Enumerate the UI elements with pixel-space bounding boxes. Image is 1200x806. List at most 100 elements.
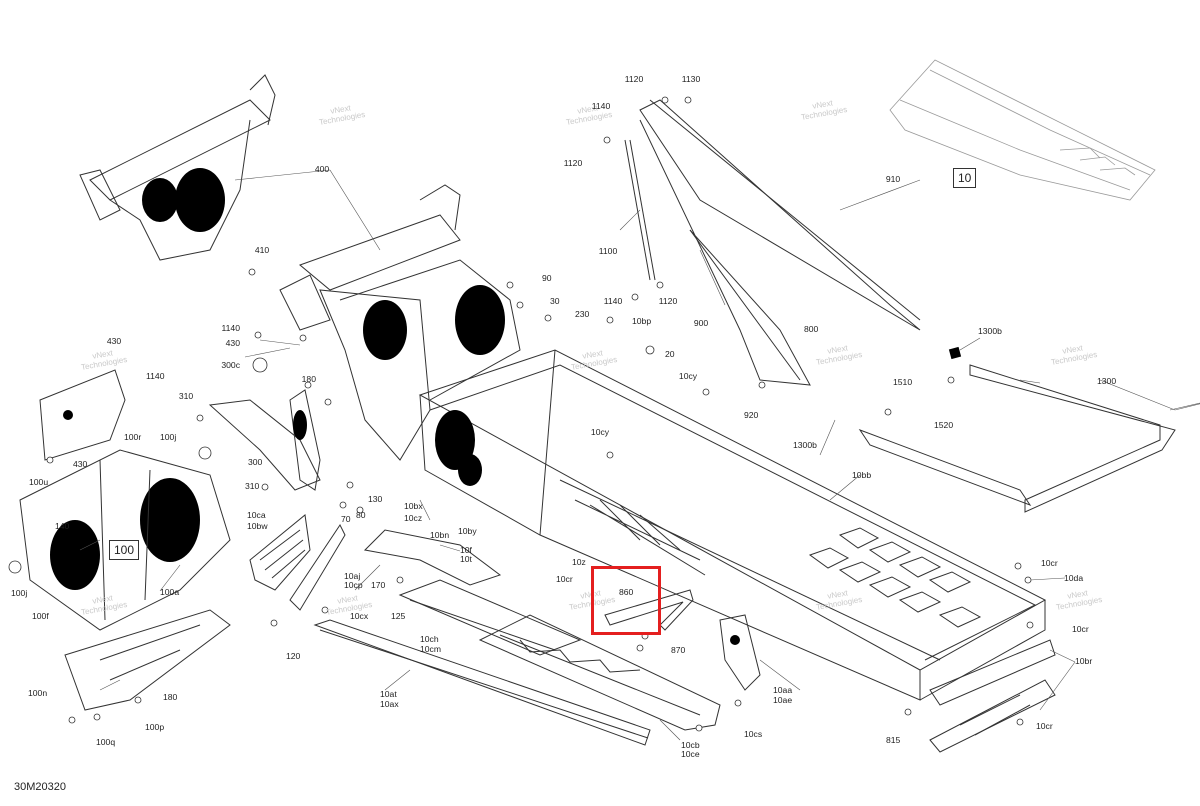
callout-label[interactable]: 870 [671,645,686,655]
callout-label[interactable]: 430 [106,336,122,346]
callout-label[interactable]: 300c [221,360,240,370]
callout-label[interactable]: 860 [619,587,634,597]
callout-label[interactable]: 10ax [380,699,399,709]
callout-label[interactable]: 1120 [563,158,583,168]
callout-label[interactable]: 10ch [420,634,439,644]
callout-label[interactable]: 100r [124,432,142,442]
callout-label[interactable]: 10ca [247,510,266,520]
callout-label[interactable]: 310 [178,391,194,401]
callout-label[interactable]: 70 [341,514,351,524]
callout-label[interactable]: 310 [245,481,260,491]
callout-label[interactable]: 100a [160,587,180,597]
rear-struts-900-910 [624,99,921,386]
callout-label[interactable]: 130 [368,494,383,504]
callout-label[interactable]: 100j [160,432,177,442]
callout-label[interactable]: 10aa [773,685,793,695]
fasteners [8,96,1034,732]
callout-label[interactable]: 10cr [1036,721,1053,731]
callout-label[interactable]: 800 [804,324,819,334]
subassembly-box-100[interactable]: 100 [109,540,140,560]
plate-10br [929,639,1056,753]
callout-label[interactable]: 10bp [632,316,652,326]
callout-label[interactable]: 10cx [350,611,369,621]
callout-label[interactable]: 100f [32,611,49,621]
leader-lines [79,169,1200,741]
callout-label[interactable]: 10cs [744,729,763,739]
callout-label[interactable]: 10t [460,554,472,564]
inset-tunnel-view [889,59,1156,201]
callout-label[interactable]: 100p [145,722,165,732]
callout-label[interactable]: 80 [356,510,366,520]
callout-label[interactable]: 400 [314,164,330,174]
callout-label[interactable]: 1100 [598,246,618,256]
callout-label[interactable]: 10bx [404,501,423,511]
callout-label[interactable]: 10cb [681,740,700,750]
callout-label[interactable]: 1140 [603,296,623,306]
slide-rail-10at [313,619,651,746]
callout-label[interactable]: 10cm [420,644,442,654]
callout-label[interactable]: 10f [460,545,472,555]
engine-cradle-center [279,184,521,461]
front-frame-left [19,369,231,631]
callout-label[interactable]: 10cr [556,574,573,584]
callout-label[interactable]: 10cr [1072,624,1089,634]
callout-label[interactable]: 1300b [793,440,817,450]
subassembly-box-10[interactable]: 10 [953,168,977,188]
callout-label[interactable]: 10by [458,526,477,536]
callout-label[interactable]: 120 [286,651,301,661]
callout-label[interactable]: 10bb [852,470,872,480]
callout-label[interactable]: 1140 [591,101,611,111]
callout-label[interactable]: 10cp [344,580,363,590]
callout-label[interactable]: 180 [163,692,178,702]
callout-label[interactable]: 140 [55,521,70,531]
callout-label[interactable]: 300 [248,457,263,467]
callout-label[interactable]: 1300b [978,326,1002,336]
callout-label[interactable]: 10aj [344,571,361,581]
callout-label[interactable]: 910 [885,174,901,184]
callout-label[interactable]: 10z [572,557,586,567]
callout-label[interactable]: 10cy [590,427,610,437]
bulkhead-300 [208,389,321,491]
callout-label[interactable]: 10bw [247,521,268,531]
callout-label[interactable]: 815 [886,735,901,745]
callout-label[interactable]: 230 [575,309,590,319]
callout-label[interactable]: 125 [391,611,406,621]
callout-label[interactable]: 100u [29,477,49,487]
callout-label[interactable]: 430 [73,459,88,469]
callout-label[interactable]: 100j [11,588,28,598]
callout-label[interactable]: 430 [225,338,240,348]
callout-label[interactable]: 100n [28,688,48,698]
callout-label[interactable]: 1520 [934,420,954,430]
callout-label[interactable]: 10ae [773,695,793,705]
callout-label[interactable]: 1140 [146,371,165,381]
callout-label[interactable]: 10bn [430,530,450,540]
callout-label[interactable]: 180 [301,374,316,384]
callout-label[interactable]: 1300 [1097,376,1117,386]
callout-label[interactable]: 170 [371,580,386,590]
callout-label[interactable]: 30 [550,296,560,306]
callout-label[interactable]: 10da [1064,573,1084,583]
callout-label[interactable]: 20 [665,349,675,359]
tunnel-cutouts [808,527,982,628]
runner-10cb [478,614,721,731]
callout-label[interactable]: 900 [693,318,709,328]
callout-label[interactable]: 410 [254,245,270,255]
rear-bumper-1300 [858,346,1176,513]
highlight-part-860 [591,566,661,635]
callout-label[interactable]: 10cz [404,513,423,523]
callout-label[interactable]: 10br [1075,656,1093,666]
callout-label[interactable]: 100q [96,737,116,747]
callout-label[interactable]: 90 [542,273,552,283]
callout-label[interactable]: 1120 [624,74,644,84]
callout-label[interactable]: 920 [744,410,759,420]
callout-label[interactable]: 1140 [221,323,240,333]
callout-label[interactable]: 1510 [893,377,913,387]
callout-label[interactable]: 10cr [1041,558,1058,568]
engine-cradle-top [79,74,276,261]
callout-label[interactable]: 1120 [658,296,678,306]
callout-label[interactable]: 10ce [681,749,700,759]
callout-label[interactable]: 10cy [678,371,698,381]
callout-label[interactable]: 10at [380,689,397,699]
callout-label[interactable]: 1130 [681,74,701,84]
